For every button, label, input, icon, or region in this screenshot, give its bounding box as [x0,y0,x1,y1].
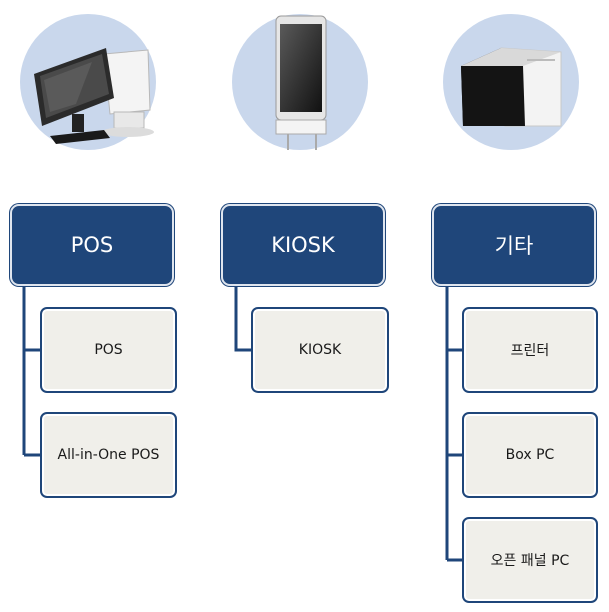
printer-icon [461,47,562,127]
item-printer-label: 프린터 [510,343,550,359]
item-box-pc[interactable]: Box PC [462,412,598,498]
item-open-panel-pc[interactable]: 오픈 패널 PC [462,517,598,603]
connector-etc [445,285,465,562]
category-pos[interactable]: POS [10,204,174,286]
kiosk-product-image [232,14,368,150]
item-box-pc-label: Box PC [505,447,555,463]
category-etc-label: 기타 [494,234,534,258]
category-pos-label: POS [70,233,114,257]
item-kiosk[interactable]: KIOSK [251,307,389,393]
category-kiosk[interactable]: KIOSK [221,204,385,286]
item-printer[interactable]: 프린터 [462,307,598,393]
item-all-in-one-pos[interactable]: All-in-One POS [40,412,177,498]
pos-terminal-icon [34,48,154,144]
item-kiosk-label: KIOSK [298,342,342,358]
kiosk-icon [275,15,327,150]
connector-kiosk [234,285,254,352]
item-pos[interactable]: POS [40,307,177,393]
item-pos-label: POS [94,342,123,358]
item-all-in-one-pos-label: All-in-One POS [57,447,160,463]
item-open-panel-pc-label: 오픈 패널 PC [490,553,570,569]
category-etc[interactable]: 기타 [432,204,596,286]
pos-product-image [20,14,156,150]
printer-product-image [443,14,579,150]
category-kiosk-label: KIOSK [271,233,335,257]
connector-pos [22,285,42,457]
